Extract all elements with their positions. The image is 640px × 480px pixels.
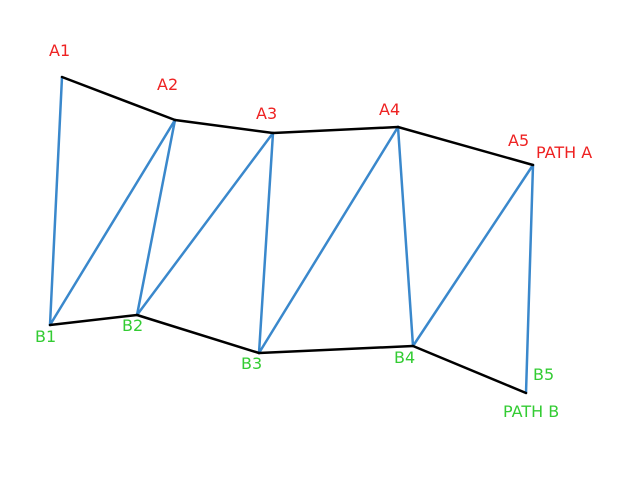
point-label-b5: B5 <box>533 365 554 384</box>
connector-b4-a5 <box>411 163 535 348</box>
connector-a1-b1 <box>48 75 64 327</box>
path-b-label: PATH B <box>503 402 559 421</box>
point-label-b4: B4 <box>394 348 415 367</box>
point-label-b3: B3 <box>241 354 262 373</box>
connector-b2-a3 <box>135 131 275 317</box>
connector-lines <box>48 75 535 395</box>
path-lines <box>48 75 535 395</box>
point-label-a1: A1 <box>49 41 70 60</box>
path-b-segment-b3-b4 <box>257 344 415 355</box>
path-b-segment-b2-b3 <box>135 313 261 355</box>
path-a-segment-a1-a2 <box>60 75 177 122</box>
point-label-a5: A5 <box>508 131 529 150</box>
path-a-label: PATH A <box>536 143 592 162</box>
path-a-segment-a2-a3 <box>173 118 275 135</box>
connector-a4-b4 <box>396 125 415 348</box>
point-label-a2: A2 <box>157 75 178 94</box>
connector-a3-b3 <box>257 131 275 355</box>
path-b-segment-b4-b5 <box>411 344 528 395</box>
point-label-b2: B2 <box>122 316 143 335</box>
path-a-segment-a4-a5 <box>396 125 535 167</box>
connector-b3-a4 <box>257 125 400 355</box>
path-a-segment-a3-a4 <box>271 125 400 135</box>
path-b-segment-b1-b2 <box>48 313 139 327</box>
point-label-a4: A4 <box>379 100 400 119</box>
point-label-a3: A3 <box>256 104 277 123</box>
point-label-b1: B1 <box>35 327 56 346</box>
connector-a2-b2 <box>135 118 177 317</box>
connector-b1-a2 <box>48 118 177 327</box>
connector-a5-b5 <box>524 163 535 395</box>
